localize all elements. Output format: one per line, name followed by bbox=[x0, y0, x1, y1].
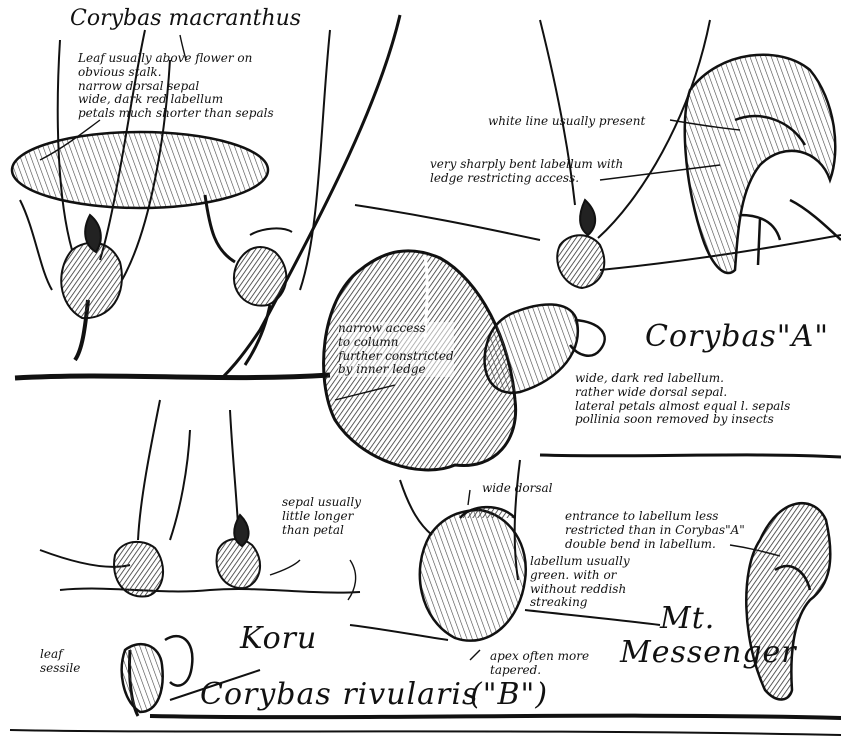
note-line: further constricted bbox=[338, 350, 454, 364]
note-sepal-longer: sepal usually little longer than petal bbox=[282, 496, 361, 537]
note-line: labellum usually bbox=[530, 555, 630, 569]
note-line: wide, dark red labellum. bbox=[575, 372, 790, 386]
note-apex: apex often more tapered. bbox=[490, 650, 589, 678]
note-line: lateral petals almost equal l. sepals bbox=[575, 400, 790, 414]
title-mt: Mt. bbox=[660, 602, 715, 637]
note-line: wide, dark red labellum bbox=[78, 93, 274, 107]
note-line: narrow dorsal sepal bbox=[78, 80, 274, 94]
note-white-line: white line usually present bbox=[488, 115, 645, 129]
note-line: apex often more bbox=[490, 650, 589, 664]
note-line: sepal usually bbox=[282, 496, 361, 510]
note-line: rather wide dorsal sepal. bbox=[575, 386, 790, 400]
rivularis-leaf bbox=[122, 636, 193, 712]
note-line: tapered. bbox=[490, 664, 589, 678]
title-messenger: Messenger bbox=[620, 636, 797, 671]
note-line: without reddish bbox=[530, 583, 630, 597]
title-macranthus: Corybas macranthus bbox=[70, 6, 301, 31]
note-line: Leaf usually above flower on bbox=[78, 52, 274, 66]
note-line: narrow access bbox=[338, 322, 454, 336]
note-line: to column bbox=[338, 336, 454, 350]
note-line: streaking bbox=[530, 596, 630, 610]
note-line: green. with or bbox=[530, 569, 630, 583]
rivularis-flower-left bbox=[114, 542, 163, 597]
title-rivularis-b: ("B") bbox=[470, 678, 548, 713]
title-koru: Koru bbox=[240, 622, 317, 657]
note-leaf-sessile: leaf sessile bbox=[40, 648, 80, 676]
note-line: little longer bbox=[282, 510, 361, 524]
species-a-section bbox=[685, 55, 841, 273]
note-line: restricted than in Corybas"A" bbox=[565, 524, 745, 538]
note-macranthus: Leaf usually above flower on obvious sta… bbox=[78, 52, 274, 121]
note-sharply-bent: very sharply bent labellum with ledge re… bbox=[430, 158, 623, 186]
note-wide-dorsal: wide dorsal bbox=[482, 482, 553, 496]
note-line: petals much shorter than sepals bbox=[78, 107, 274, 121]
note-line: sessile bbox=[40, 662, 80, 676]
title-rivularis: Corybas rivularis bbox=[200, 678, 478, 713]
note-line: by inner ledge bbox=[338, 363, 454, 377]
note-line: ledge restricting access. bbox=[430, 172, 623, 186]
note-line: entrance to labellum less bbox=[565, 510, 745, 524]
macranthus-flower-front bbox=[61, 215, 122, 318]
note-line: obvious stalk. bbox=[78, 66, 274, 80]
note-entrance: entrance to labellum less restricted tha… bbox=[565, 510, 745, 551]
macranthus-flower-side bbox=[234, 228, 292, 365]
note-line: very sharply bent labellum with bbox=[430, 158, 623, 172]
note-narrow-access: narrow access to column further constric… bbox=[338, 322, 454, 377]
note-line: pollinia soon removed by insects bbox=[575, 413, 790, 427]
title-species-a: Corybas"A" bbox=[645, 320, 829, 355]
note-species-a: wide, dark red labellum. rather wide dor… bbox=[575, 372, 790, 427]
note-labellum-green: labellum usually green. with or without … bbox=[530, 555, 630, 610]
note-line: than petal bbox=[282, 524, 361, 538]
note-line: leaf bbox=[40, 648, 80, 662]
note-line: double bend in labellum. bbox=[565, 538, 745, 552]
rivularis-flower-right bbox=[217, 515, 261, 588]
rivularis-plant bbox=[40, 400, 360, 716]
